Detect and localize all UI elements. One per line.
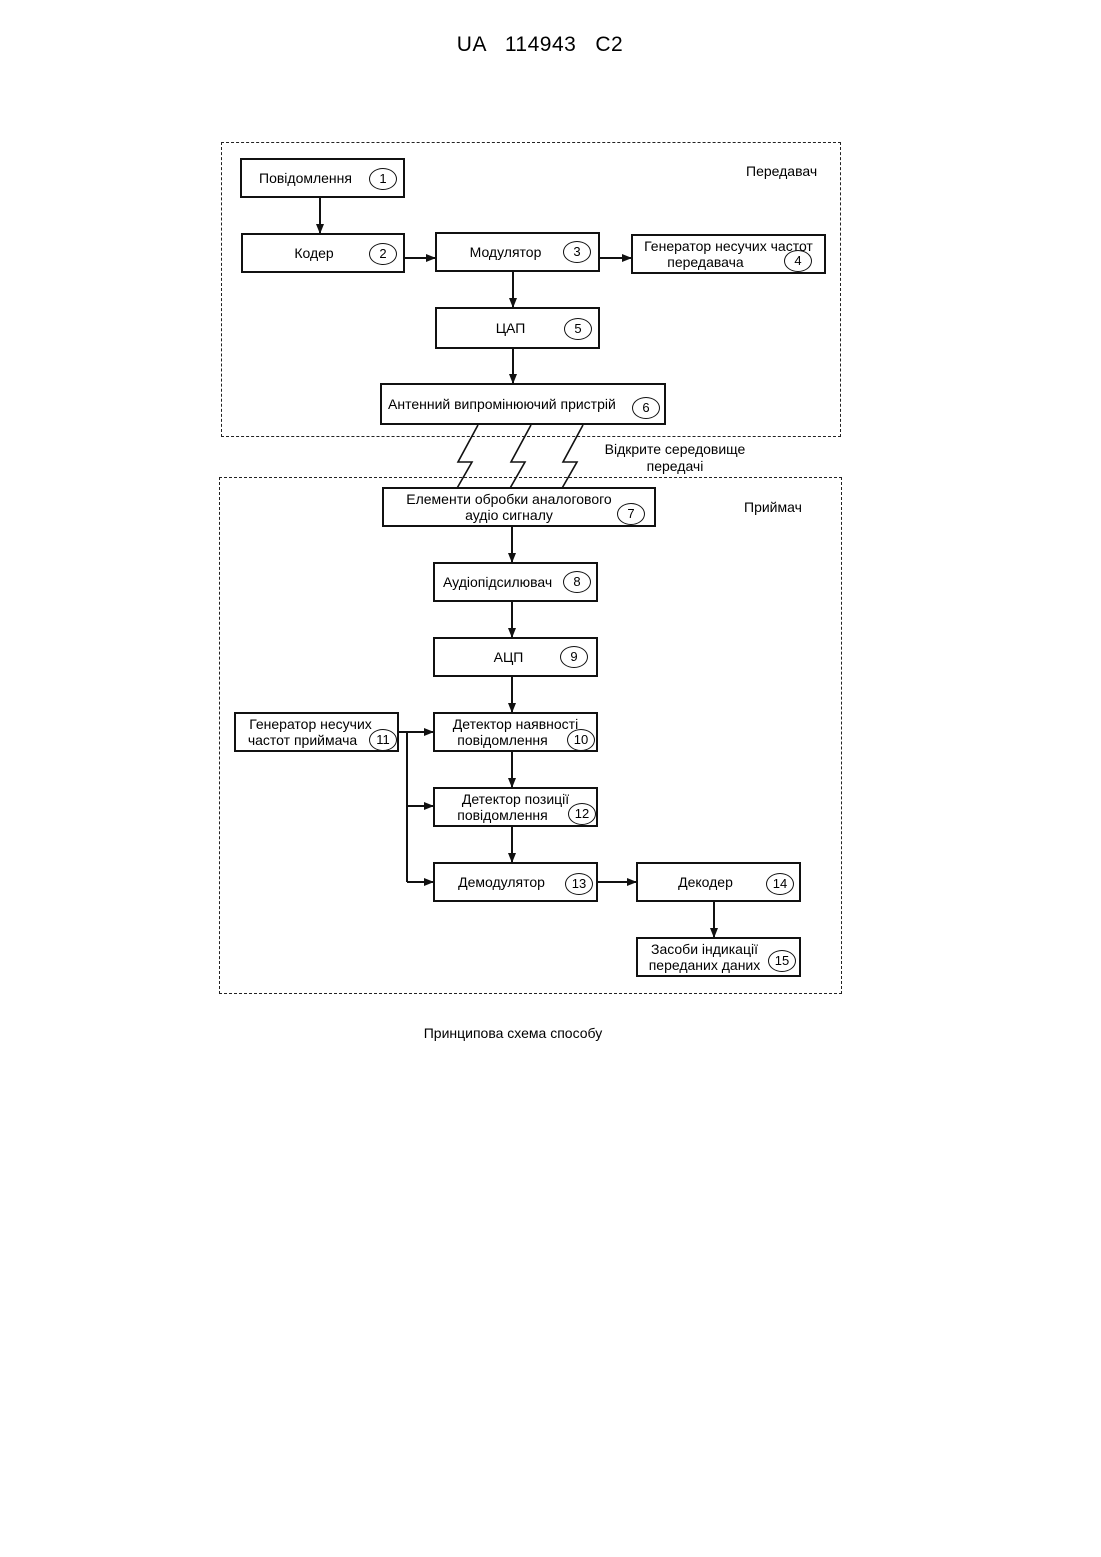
dac-label: ЦАП bbox=[496, 320, 526, 336]
dac-number: 5 bbox=[564, 318, 592, 340]
medium-label-line2: передачі bbox=[585, 458, 765, 475]
decoder-number: 14 bbox=[766, 873, 794, 895]
tx-carrier-generator-line2: передавача bbox=[667, 254, 743, 270]
analog-audio-processing-number: 7 bbox=[617, 503, 645, 525]
data-indication-number: 15 bbox=[768, 950, 796, 972]
message-presence-detector-line1: Детектор наявності bbox=[453, 716, 578, 732]
data-indication-line2: переданих даних bbox=[649, 957, 761, 973]
rx-carrier-generator-number: 11 bbox=[369, 729, 397, 751]
message-position-detector-number: 12 bbox=[568, 803, 596, 825]
demodulator-label: Демодулятор bbox=[458, 874, 545, 890]
modulator-number: 3 bbox=[563, 241, 591, 263]
antenna-label: Антенний випромінюючий пристрій bbox=[388, 396, 616, 412]
tx-carrier-generator-number: 4 bbox=[784, 250, 812, 272]
figure-caption: Принципова схема способу bbox=[380, 1025, 646, 1041]
medium-label-line1: Відкрите середовище bbox=[585, 441, 765, 458]
coder-label: Кодер bbox=[294, 245, 333, 261]
message-presence-detector-line2: повідомлення bbox=[457, 732, 548, 748]
message-position-detector-line1: Детектор позиції bbox=[462, 791, 569, 807]
coder-number: 2 bbox=[369, 243, 397, 265]
message-label: Повідомлення bbox=[259, 170, 352, 186]
antenna-number: 6 bbox=[632, 397, 660, 419]
analog-audio-processing-line2: аудіо сигналу bbox=[465, 507, 553, 523]
audio-amplifier-number: 8 bbox=[563, 571, 591, 593]
data-indication-line1: Засоби індикації bbox=[651, 941, 758, 957]
analog-audio-processing-line1: Елементи обробки аналогового bbox=[406, 491, 611, 507]
tx-carrier-generator-line1: Генератор несучих частот bbox=[644, 238, 813, 254]
medium-label: Відкрите середовище передачі bbox=[585, 441, 765, 475]
adc-label: АЦП bbox=[494, 649, 524, 665]
message-position-detector-line2: повідомлення bbox=[457, 807, 548, 823]
message-presence-detector-number: 10 bbox=[567, 729, 595, 751]
demodulator-number: 13 bbox=[565, 873, 593, 895]
antenna-block: Антенний випромінюючий пристрій bbox=[380, 383, 666, 425]
audio-amplifier-label: Аудіопідсилювач bbox=[443, 574, 552, 590]
rx-carrier-generator-line2: частот приймача bbox=[248, 732, 357, 748]
modulator-label: Модулятор bbox=[470, 244, 542, 260]
analog-audio-processing-block: Елементи обробки аналогового аудіо сигна… bbox=[382, 487, 656, 527]
adc-number: 9 bbox=[560, 646, 588, 668]
decoder-label: Декодер bbox=[678, 874, 733, 890]
message-number: 1 bbox=[369, 168, 397, 190]
rx-carrier-generator-line1: Генератор несучих bbox=[249, 716, 372, 732]
